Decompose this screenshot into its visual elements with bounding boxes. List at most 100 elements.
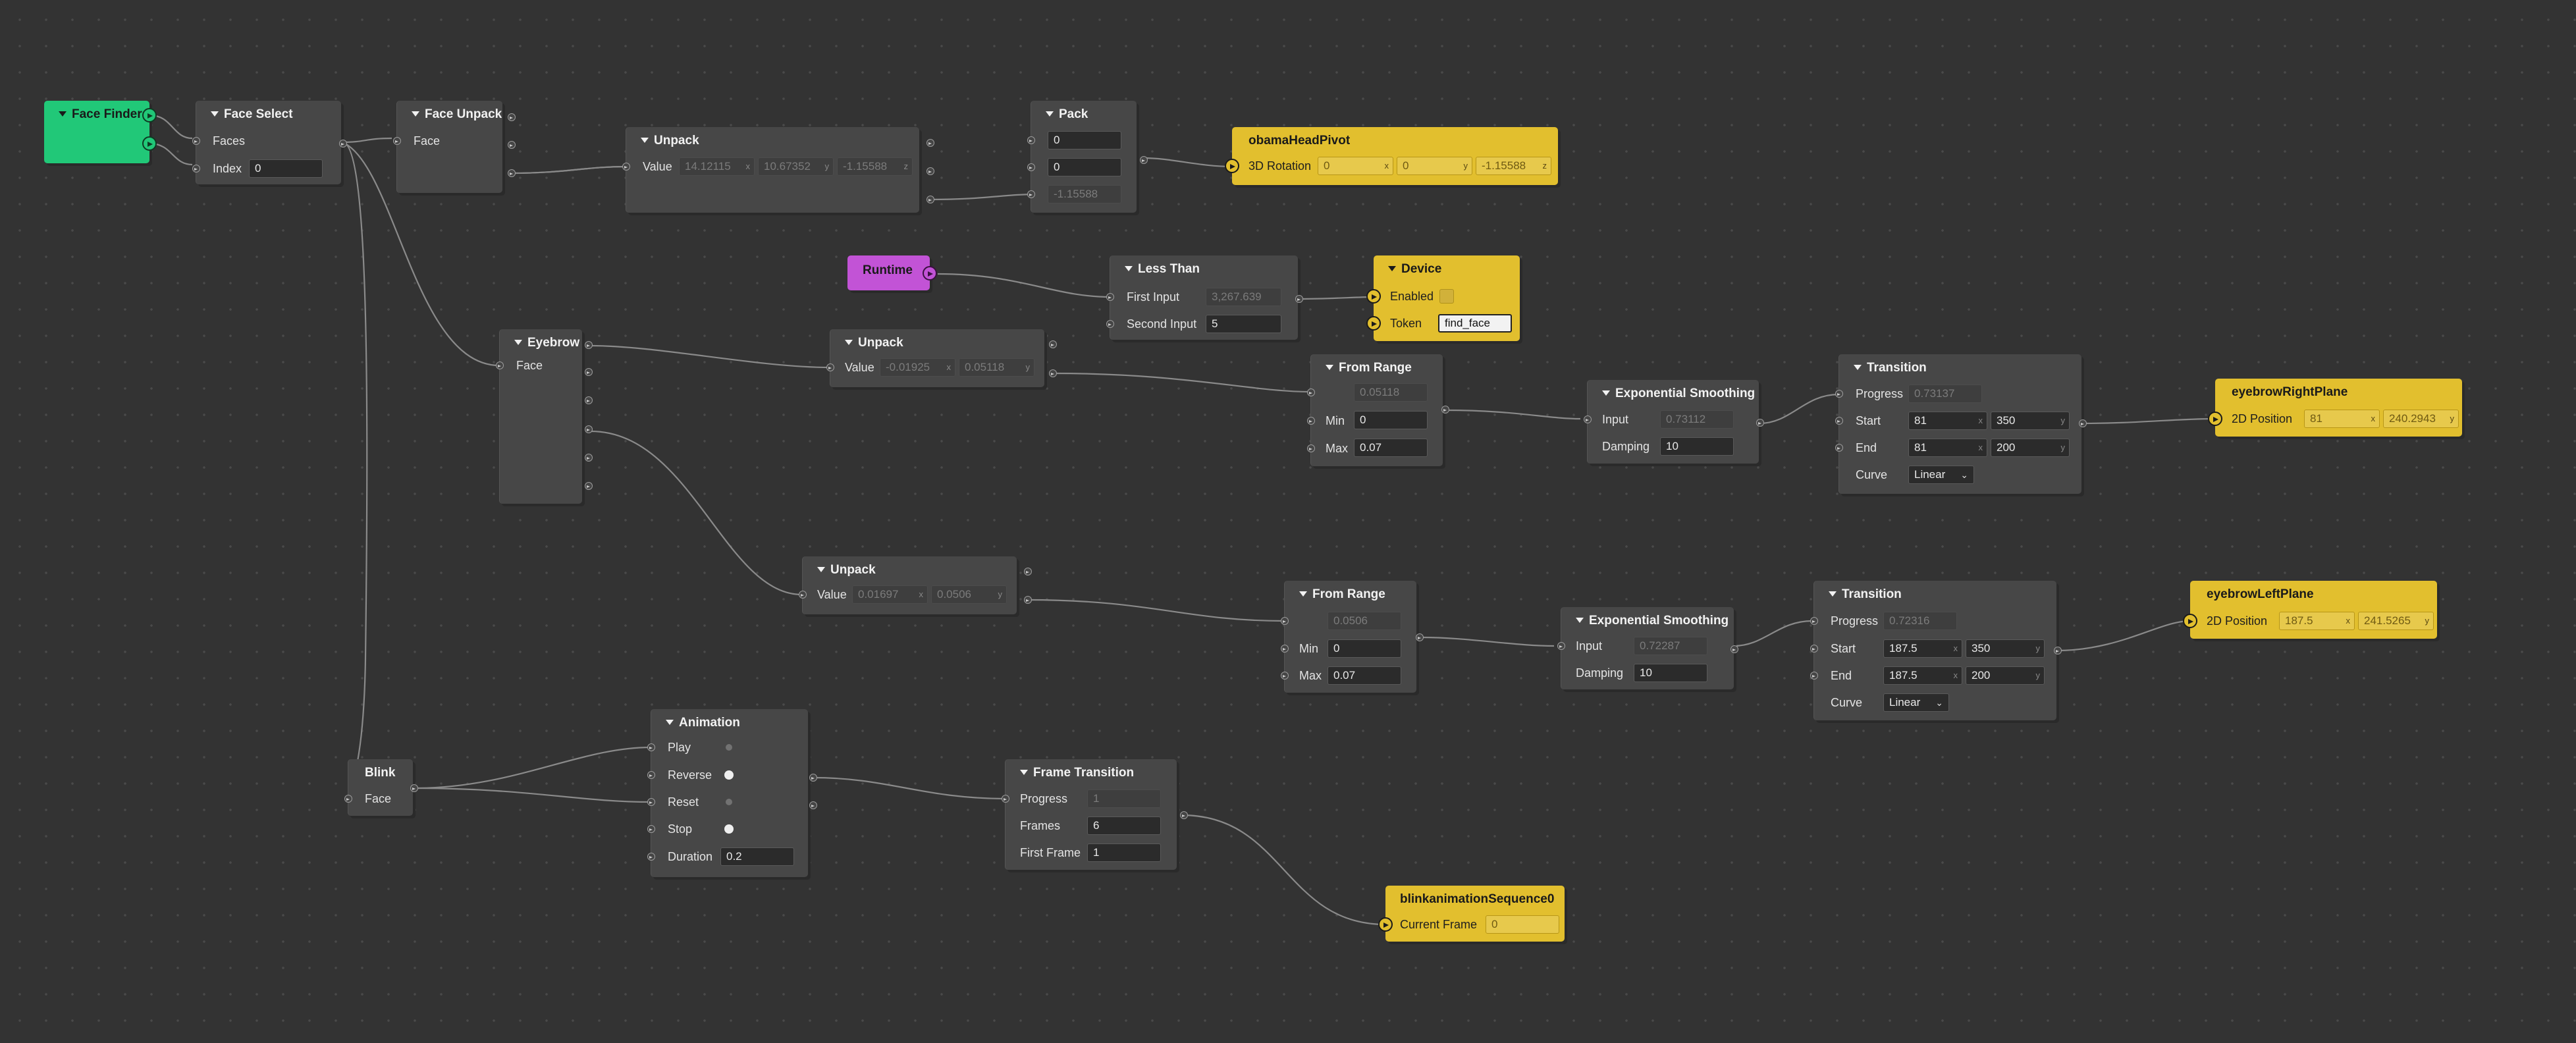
input-port[interactable] — [1810, 672, 1818, 680]
face-select-node[interactable]: Face Select Faces Index 0 — [192, 101, 347, 184]
triangle-down-icon[interactable] — [1125, 266, 1133, 271]
triangle-down-icon[interactable] — [641, 138, 649, 143]
index-field[interactable]: 0 — [249, 159, 323, 178]
current-frame-field[interactable]: 0 — [1486, 915, 1559, 934]
input-port[interactable] — [1027, 190, 1035, 198]
curve-select[interactable]: Linear⌄ — [1908, 466, 1974, 484]
dot-icon[interactable] — [724, 824, 734, 834]
min-field[interactable]: 0 — [1328, 639, 1401, 658]
input-port[interactable] — [1307, 417, 1315, 425]
second-input-field[interactable]: 5 — [1206, 315, 1281, 333]
input-port[interactable] — [1281, 645, 1289, 653]
input-port[interactable] — [2183, 614, 2197, 628]
exponential-smoothing-node[interactable]: Exponential Smoothing Input 0.73112 Damp… — [1584, 380, 1764, 464]
output-port[interactable] — [1140, 156, 1148, 164]
input-port[interactable] — [1835, 417, 1843, 425]
output-port[interactable] — [585, 341, 593, 349]
input-port[interactable] — [647, 853, 655, 861]
output-port[interactable] — [1295, 295, 1303, 303]
output-port[interactable] — [585, 454, 593, 462]
curve-select[interactable]: Linear⌄ — [1883, 693, 1949, 712]
triangle-down-icon[interactable] — [514, 340, 522, 345]
output-port[interactable] — [1441, 406, 1449, 414]
input-port[interactable] — [1810, 645, 1818, 653]
face-unpack-node[interactable]: Face Unpack Face — [393, 101, 516, 193]
blink-node[interactable]: Blink Face — [344, 759, 418, 816]
input-port[interactable] — [192, 165, 200, 173]
input-port[interactable] — [799, 591, 807, 599]
output-port[interactable] — [926, 139, 934, 147]
input-port[interactable] — [622, 163, 630, 171]
output-port[interactable] — [1756, 419, 1764, 427]
input-port[interactable] — [1835, 390, 1843, 398]
triangle-down-icon[interactable] — [1854, 365, 1862, 370]
enabled-checkbox[interactable] — [1439, 289, 1454, 304]
output-port[interactable] — [926, 196, 934, 203]
min-field[interactable]: 0 — [1354, 411, 1428, 429]
triangle-down-icon[interactable] — [845, 340, 853, 345]
pack-node[interactable]: Pack 0 0 -1.15588 — [1027, 101, 1148, 213]
triangle-down-icon[interactable] — [1299, 591, 1307, 597]
output-port[interactable] — [142, 136, 157, 151]
max-field[interactable]: 0.07 — [1354, 439, 1428, 457]
input-port[interactable] — [1307, 388, 1315, 396]
output-port[interactable] — [585, 396, 593, 404]
input-port[interactable] — [1835, 444, 1843, 452]
triangle-down-icon[interactable] — [1020, 770, 1028, 775]
triangle-down-icon[interactable] — [1388, 266, 1396, 271]
triangle-down-icon[interactable] — [817, 567, 825, 572]
output-port[interactable] — [1049, 369, 1057, 377]
from-range-node[interactable]: From Range 0.0506 Min 0 Max 0.07 — [1281, 581, 1424, 693]
output-port[interactable] — [410, 784, 418, 792]
input-port[interactable] — [1281, 617, 1289, 625]
input-port[interactable] — [393, 137, 401, 145]
triangle-down-icon[interactable] — [59, 111, 67, 117]
range-value-field[interactable]: 0.0506 — [1328, 612, 1401, 630]
output-port[interactable] — [1731, 645, 1738, 653]
input-port[interactable] — [1225, 159, 1239, 173]
output-port[interactable] — [508, 141, 516, 149]
input-port[interactable] — [1281, 672, 1289, 680]
input-port[interactable] — [192, 137, 200, 145]
first-frame-field[interactable]: 1 — [1087, 843, 1161, 862]
triangle-down-icon[interactable] — [666, 720, 674, 725]
eyebrow-node[interactable]: Eyebrow Face — [496, 329, 593, 504]
input-port[interactable] — [1557, 642, 1565, 650]
dot-icon[interactable] — [726, 744, 732, 751]
output-port[interactable] — [142, 108, 157, 122]
blink-animation-sequence-node[interactable]: blinkanimationSequence0 Current Frame 0 — [1378, 886, 1565, 942]
output-port[interactable] — [585, 368, 593, 376]
output-port[interactable] — [585, 425, 593, 433]
input-port[interactable] — [1366, 316, 1381, 331]
output-port[interactable] — [1024, 568, 1032, 575]
input-port[interactable] — [2208, 412, 2222, 426]
triangle-down-icon[interactable] — [1829, 591, 1837, 597]
input-port[interactable] — [1307, 444, 1315, 452]
progress-field[interactable]: 0.72316 — [1883, 612, 1957, 630]
frame-transition-node[interactable]: Frame Transition Progress 1 Frames 6 Fir… — [1002, 759, 1188, 870]
device-node[interactable]: Device Enabled Token find_face — [1366, 255, 1520, 341]
damping-field[interactable]: 10 — [1660, 437, 1734, 456]
animation-node[interactable]: Animation Play Reverse Reset Stop Durati… — [647, 709, 817, 877]
dot-icon[interactable] — [724, 770, 734, 780]
output-port[interactable] — [339, 140, 347, 147]
pack-z-field[interactable]: -1.15588 — [1048, 185, 1121, 203]
